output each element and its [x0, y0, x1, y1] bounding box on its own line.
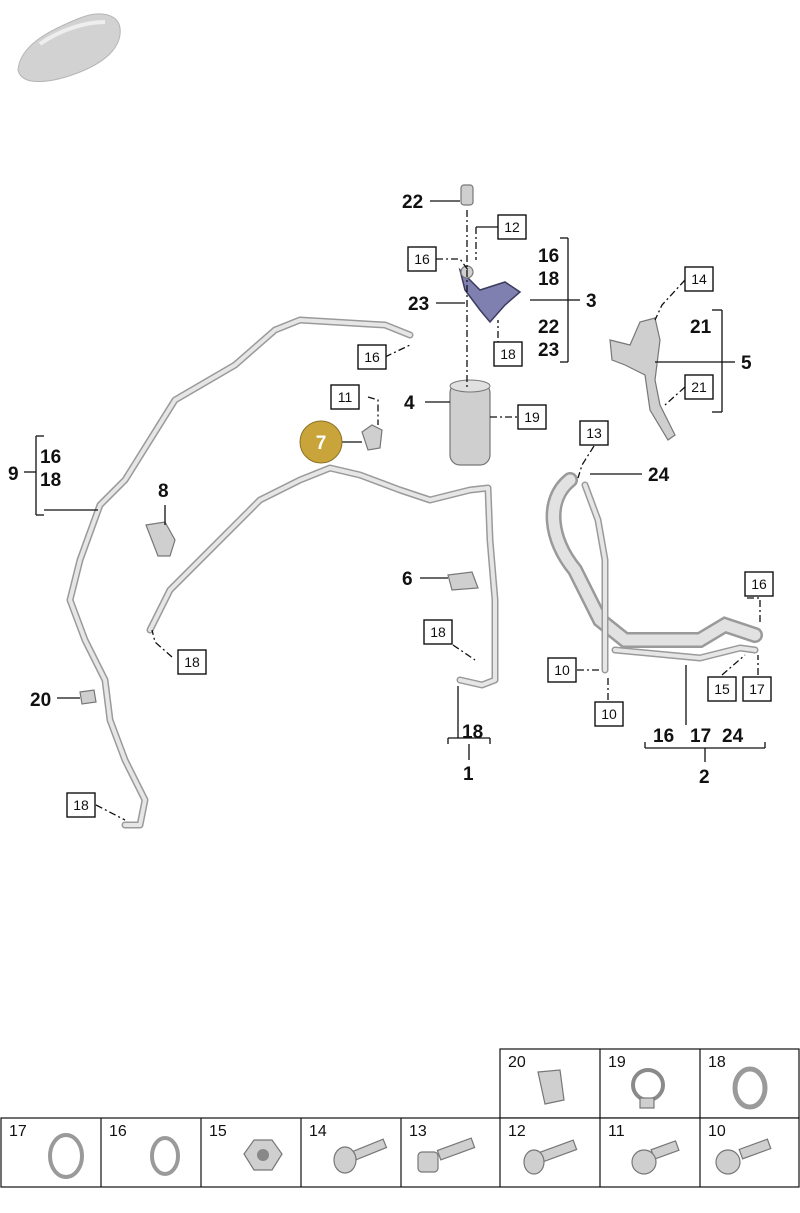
box-14: 14 — [691, 271, 707, 287]
box-18-top: 18 — [500, 346, 516, 362]
callout-9-18: 18 — [40, 470, 61, 491]
callout-22: 22 — [402, 192, 423, 213]
bracket-8-part[interactable] — [145, 521, 176, 557]
box-18-mid: 18 — [430, 624, 446, 640]
pipe-assembly-9[interactable] — [66, 316, 414, 829]
callout-7: 7 — [316, 433, 327, 454]
table-cell-14: 14 — [309, 1123, 327, 1140]
pipe-assembly-2[interactable] — [545, 472, 763, 674]
box-18-bottom: 18 — [73, 797, 89, 813]
receiver-drier-part[interactable] — [449, 379, 491, 466]
boxed-callouts: 12 16 16 18 11 19 14 21 13 16 18 18 10 1… — [66, 214, 774, 818]
callout-1-18: 18 — [462, 722, 483, 743]
bracket-3-part[interactable] — [458, 265, 522, 324]
callout-3-22: 22 — [538, 317, 559, 338]
car-thumbnail-icon[interactable] — [17, 13, 121, 83]
hex-nut-icon — [243, 1139, 283, 1171]
box-10-bottom: 10 — [601, 706, 617, 722]
clip-20-part[interactable] — [79, 689, 97, 705]
table-cell-20: 20 — [508, 1054, 526, 1071]
socket-bolt-icon — [417, 1137, 476, 1173]
clip-6-part[interactable] — [447, 571, 479, 591]
hose-clamp-icon — [631, 1068, 665, 1109]
callout-9-16: 16 — [40, 447, 61, 468]
box-11: 11 — [338, 389, 353, 405]
callout-1: 1 — [463, 764, 474, 785]
box-19: 19 — [524, 409, 540, 425]
parts-table: 20 19 18 17 16 15 14 13 — [0, 1048, 800, 1188]
table-cell-12: 12 — [508, 1123, 526, 1140]
flange-bolt-icon — [333, 1138, 388, 1174]
sensor-22-part[interactable] — [460, 184, 474, 206]
table-cell-11: 11 — [608, 1123, 625, 1140]
box-15: 15 — [714, 681, 730, 697]
callout-3-23: 23 — [538, 340, 559, 361]
table-cell-17: 17 — [9, 1123, 27, 1140]
bracket-clip-icon — [537, 1069, 565, 1105]
callout-2-16: 16 — [653, 726, 674, 747]
pipe-assembly-1[interactable] — [146, 464, 499, 689]
box-16-left: 16 — [364, 349, 380, 365]
callout-8: 8 — [158, 481, 169, 502]
sensor-7-part[interactable] — [361, 424, 383, 451]
callout-23: 23 — [408, 294, 429, 315]
table-cell-16: 16 — [109, 1123, 127, 1140]
box-16-right: 16 — [751, 576, 767, 592]
box-17: 17 — [749, 681, 765, 697]
callout-5: 5 — [741, 353, 752, 374]
callout-24: 24 — [648, 465, 670, 486]
callout-6: 6 — [402, 569, 413, 590]
o-ring-icon — [732, 1066, 768, 1110]
callout-5-21: 21 — [690, 317, 712, 338]
callout-2: 2 — [699, 767, 710, 788]
o-ring-icon — [48, 1133, 84, 1179]
callout-7-highlight[interactable]: 7 — [299, 420, 343, 464]
callout-3: 3 — [586, 291, 597, 312]
leader-lines — [24, 200, 766, 821]
table-cell-19: 19 — [608, 1054, 626, 1071]
callout-9: 9 — [8, 464, 19, 485]
box-10-left: 10 — [554, 662, 570, 678]
table-cell-18: 18 — [708, 1054, 726, 1071]
pan-head-screw-icon — [631, 1140, 680, 1175]
box-16-top: 16 — [414, 251, 430, 267]
callout-2-24: 24 — [722, 726, 744, 747]
callout-3-18: 18 — [538, 269, 559, 290]
torx-bolt-icon — [523, 1139, 578, 1175]
table-cell-10: 10 — [708, 1123, 726, 1140]
o-ring-icon — [150, 1136, 180, 1176]
table-cell-13: 13 — [409, 1123, 427, 1140]
box-18-left: 18 — [184, 654, 200, 670]
table-cell-15: 15 — [209, 1123, 227, 1140]
box-21: 21 — [691, 379, 707, 395]
callout-3-16: 16 — [538, 246, 559, 267]
box-13: 13 — [586, 425, 602, 441]
callout-labels: 22 23 16 18 22 23 3 21 5 4 24 8 6 18 1 1… — [8, 192, 752, 788]
pan-head-screw-icon — [715, 1138, 772, 1175]
callout-2-17: 17 — [690, 726, 711, 747]
bracket-5-part[interactable] — [609, 317, 676, 441]
callout-4: 4 — [404, 393, 415, 414]
box-12: 12 — [504, 219, 520, 235]
callout-20: 20 — [30, 690, 51, 711]
